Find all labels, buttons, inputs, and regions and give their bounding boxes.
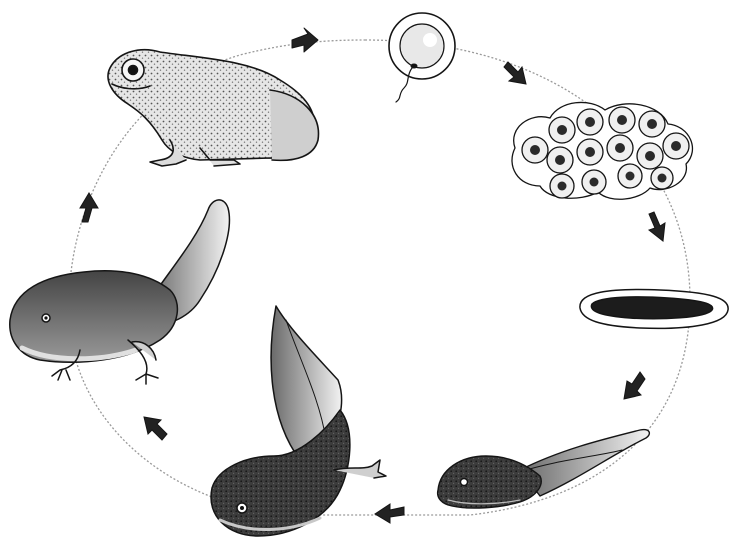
- arrow-icon: [80, 193, 98, 222]
- tadpole-hind-legs-icon: [211, 306, 386, 536]
- arrow-icon: [144, 417, 167, 440]
- embryo-icon: [580, 290, 728, 329]
- frog-eggs-icon: [512, 102, 692, 199]
- arrow-icon: [292, 28, 318, 52]
- adult-frog-icon: [108, 50, 318, 166]
- arrow-icon: [375, 504, 404, 523]
- arrow-icon: [624, 372, 645, 399]
- fertilization-icon: [389, 13, 455, 102]
- tadpole-icon: [438, 430, 650, 508]
- arrow-icon: [649, 212, 665, 241]
- froglet-icon: [10, 200, 230, 384]
